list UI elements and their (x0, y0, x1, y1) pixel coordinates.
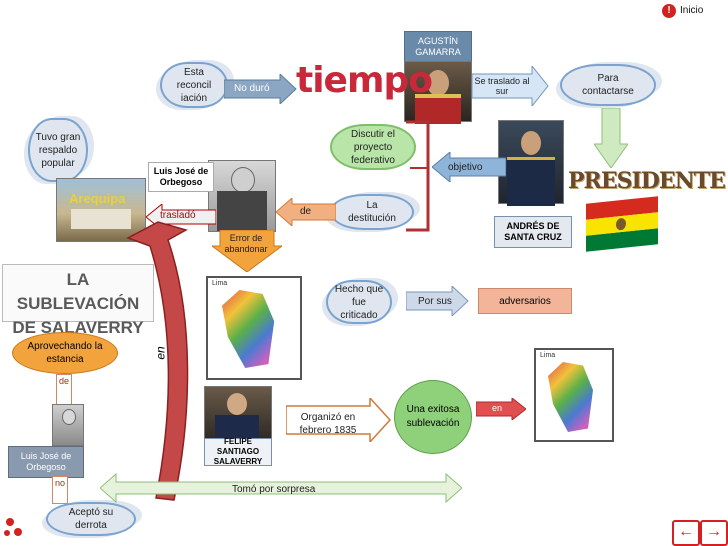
se-traslado-label: Se traslado al sur (474, 76, 530, 96)
orbegoso-label-top: Luis José de Orbegoso (148, 162, 214, 192)
objetivo-label: objetivo (448, 162, 483, 173)
red-curved-arrow (126, 221, 189, 501)
orbegoso-portrait-top (208, 160, 276, 232)
organizo-arrow (286, 398, 392, 442)
no-vertical-box: no (52, 476, 68, 504)
error-label: Error de abandonar (224, 233, 268, 254)
cloud-esta-reconciliacion: Esta reconcil iación (160, 62, 228, 108)
en-arrow (476, 398, 526, 420)
adversarios-box: adversarios (478, 288, 572, 314)
bolivia-flag (586, 196, 658, 252)
cloud-para-contactarse: Para contactarse (560, 64, 656, 106)
cloud-destitucion: La destitución (330, 194, 414, 230)
arequipa-photo: Arequipa (56, 178, 146, 242)
inicio-label: Inicio (680, 5, 704, 16)
cloud-tuvo-respaldo: Tuvo gran respaldo popular (28, 118, 88, 182)
en-small-label: en (492, 403, 503, 413)
de-label: de (300, 206, 312, 217)
aprovechando-bubble: Aprovechando la estancia (12, 332, 118, 374)
arrow-right-icon: → (706, 523, 722, 540)
santa-cruz-portrait (498, 120, 564, 206)
page-title: LA SUBLEVACIÓN DE SALAVERRY (2, 264, 154, 337)
error-arrow (212, 230, 282, 272)
salaverry-portrait (204, 386, 272, 440)
down-arrow-green (594, 108, 628, 168)
no-duro-label: No duró (234, 83, 270, 94)
de-vertical-box: de (56, 374, 72, 406)
alert-icon: ! (662, 4, 676, 18)
logo-icon (4, 516, 24, 540)
cloud-hecho: Hecho que fue criticado (326, 280, 392, 324)
santa-cruz-label: ANDRÉS DE SANTA CRUZ (494, 216, 572, 248)
tiempo-word: tiempo (296, 60, 433, 101)
de-arrow (276, 198, 336, 226)
lima-map: Lima (206, 276, 302, 380)
prev-button[interactable]: ← (672, 520, 700, 546)
cloud-acepto: Aceptó su derrota (46, 502, 136, 536)
cloud-discutir: Discutir el proyecto federativo (330, 124, 416, 170)
inicio-button[interactable]: ! Inicio (660, 2, 726, 20)
gamarra-label: AGUSTÍN GAMARRA (404, 31, 472, 63)
se-traslado-arrow (472, 66, 549, 106)
en-vertical: en (153, 346, 168, 360)
arrow-left-icon: ← (678, 523, 694, 540)
orbegoso-portrait-bottom (52, 404, 84, 446)
salaverry-label: FELIPE SANTIAGO SALAVERRY (204, 437, 272, 466)
por-sus-arrow (406, 286, 469, 316)
por-sus-label: Por sus (418, 296, 452, 307)
red-bracket (406, 120, 430, 232)
next-button[interactable]: → (700, 520, 728, 546)
gamarra-portrait (404, 61, 472, 124)
lima-map-2: Lima (534, 348, 614, 442)
tomo-arrow (100, 472, 462, 504)
orbegoso-label-bottom: Luis José de Orbegoso (8, 446, 84, 478)
traslado-label: trasladó (160, 210, 196, 221)
tomo-label: Tomó por sorpresa (232, 484, 316, 495)
exitosa-bubble: Una exitosa sublevación (394, 380, 472, 454)
organizo-label: Organizó en febrero 1835 (299, 412, 357, 436)
presidente-word: PRESIDENTE (568, 168, 726, 194)
no-duro-arrow (224, 74, 297, 104)
objetivo-arrow (432, 152, 506, 182)
